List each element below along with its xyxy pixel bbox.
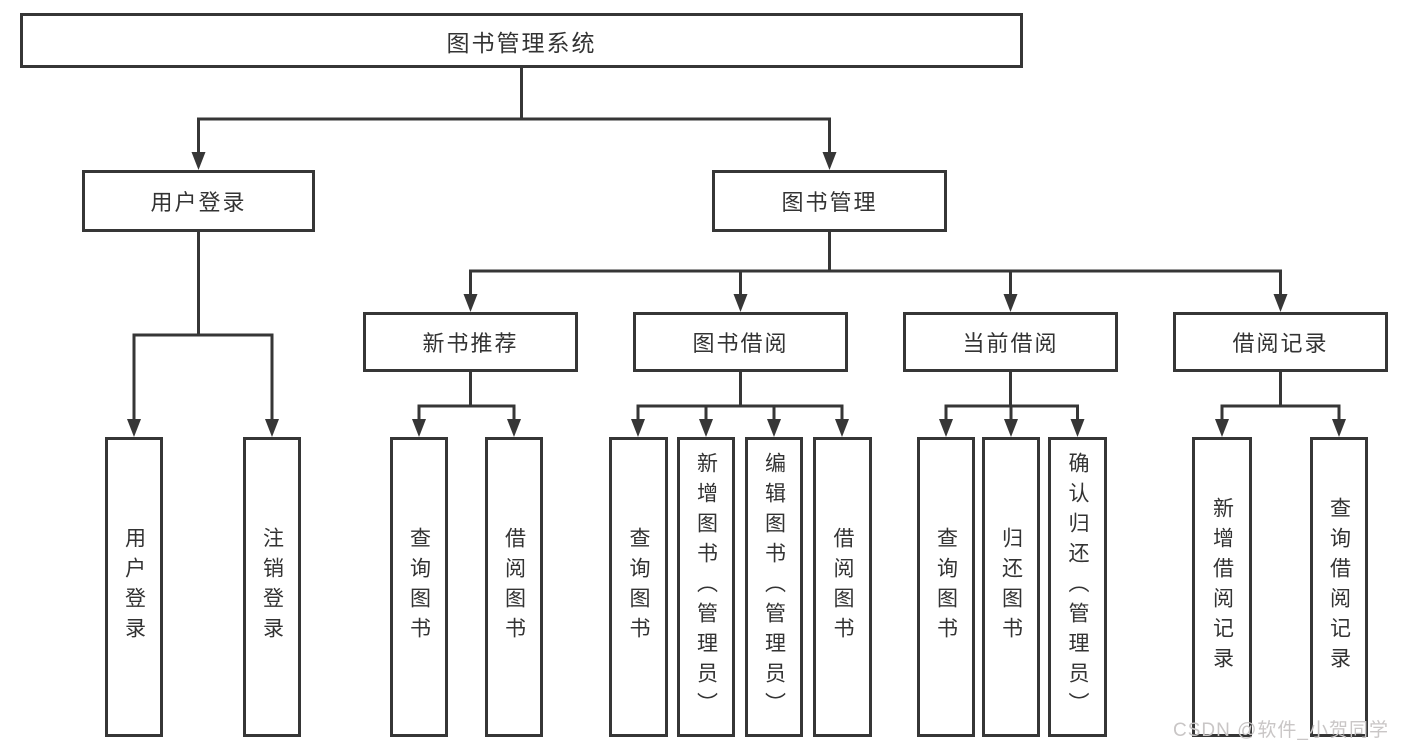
node-book-management-system: 图书管理系统 bbox=[20, 13, 1023, 68]
leaf-records-query-record: 查询借阅记录 bbox=[1310, 437, 1368, 737]
node-label: 新书推荐 bbox=[422, 331, 519, 356]
leaf-label: 查询图书 bbox=[407, 527, 431, 647]
leaf-label: 查询图书 bbox=[934, 527, 958, 647]
leaf-borrow-lend-books: 借阅图书 bbox=[813, 437, 872, 737]
connector-current-to-leaves bbox=[944, 372, 1079, 420]
node-user-login: 用户登录 bbox=[82, 170, 315, 232]
connector-bookmgmt-to-level3 bbox=[469, 232, 1282, 295]
leaf-label: 注销登录 bbox=[260, 527, 284, 647]
leaf-user-login: 用户登录 bbox=[105, 437, 163, 737]
arrowheads-level2 bbox=[191, 152, 837, 170]
node-new-book-recommendation: 新书推荐 bbox=[363, 312, 578, 372]
leaf-label: 查询借阅记录 bbox=[1327, 497, 1351, 677]
csdn-watermark: CSDN @软件_小贺同学 bbox=[1173, 720, 1389, 741]
leaf-current-return-books: 归还图书 bbox=[982, 437, 1040, 737]
node-label: 图书借阅 bbox=[692, 331, 789, 356]
leaf-borrow-query-books: 查询图书 bbox=[609, 437, 668, 737]
leaf-label: 确认归还（管理员） bbox=[1066, 452, 1089, 722]
arrowheads-newbook bbox=[412, 419, 521, 437]
connector-userlogin-to-leaves bbox=[132, 232, 274, 420]
connector-root-to-level2 bbox=[197, 68, 831, 153]
leaf-current-confirm-return-admin: 确认归还（管理员） bbox=[1048, 437, 1107, 737]
node-label: 图书管理 bbox=[781, 190, 878, 215]
node-borrowing-records: 借阅记录 bbox=[1173, 312, 1388, 372]
leaf-records-add-record: 新增借阅记录 bbox=[1192, 437, 1252, 737]
arrowheads-level3 bbox=[463, 294, 1288, 312]
leaf-label: 新增图书（管理员） bbox=[694, 452, 718, 722]
node-label: 借阅记录 bbox=[1232, 331, 1329, 356]
leaf-borrow-edit-books-admin: 编辑图书（管理员） bbox=[745, 437, 803, 737]
leaf-logout: 注销登录 bbox=[243, 437, 301, 737]
arrowheads-userlogin bbox=[127, 419, 279, 437]
arrowheads-borrow bbox=[631, 419, 849, 437]
leaf-label: 借阅图书 bbox=[831, 527, 854, 647]
node-current-borrowing: 当前借阅 bbox=[903, 312, 1118, 372]
node-label: 图书管理系统 bbox=[446, 29, 597, 56]
node-label: 当前借阅 bbox=[962, 331, 1059, 356]
leaf-borrow-add-books-admin: 新增图书（管理员） bbox=[677, 437, 735, 737]
leaf-label: 用户登录 bbox=[122, 527, 146, 647]
leaf-label: 编辑图书（管理员） bbox=[762, 452, 786, 722]
leaf-label: 借阅图书 bbox=[502, 527, 526, 647]
leaf-label: 归还图书 bbox=[999, 527, 1023, 647]
leaf-current-query-books: 查询图书 bbox=[917, 437, 975, 737]
node-label: 用户登录 bbox=[150, 190, 247, 215]
arrowheads-current bbox=[939, 419, 1085, 437]
node-book-borrowing: 图书借阅 bbox=[633, 312, 848, 372]
connector-newbook-to-leaves bbox=[417, 372, 516, 420]
leaf-newbook-borrow-books: 借阅图书 bbox=[485, 437, 543, 737]
leaf-label: 查询图书 bbox=[627, 527, 650, 647]
node-book-management: 图书管理 bbox=[712, 170, 947, 232]
leaf-label: 新增借阅记录 bbox=[1210, 497, 1234, 677]
leaf-newbook-query-books: 查询图书 bbox=[390, 437, 448, 737]
arrowheads-records bbox=[1215, 419, 1346, 437]
connector-records-to-leaves bbox=[1220, 372, 1341, 420]
connector-borrow-to-leaves bbox=[636, 372, 844, 420]
